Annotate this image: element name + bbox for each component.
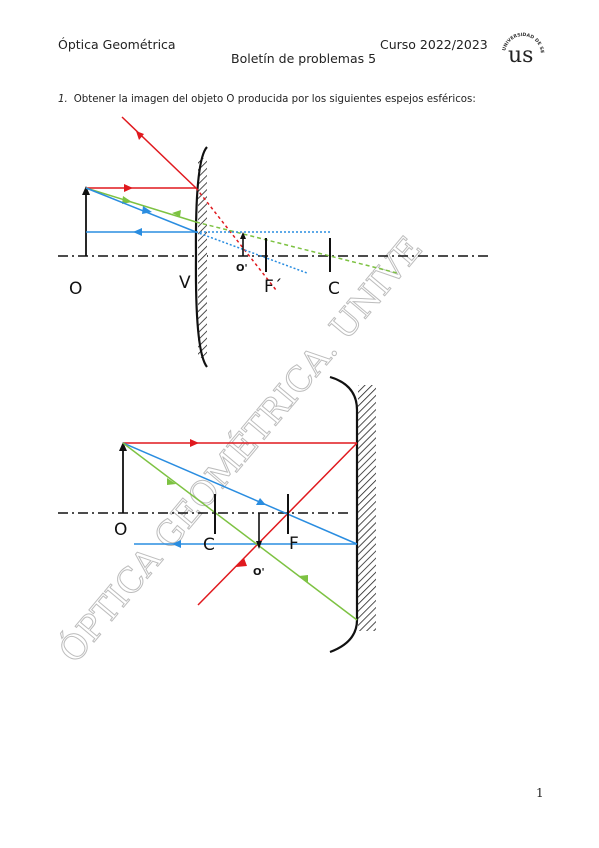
figure-concave-mirror: O C F O': [58, 375, 376, 654]
mirror-hatching-1: [198, 158, 207, 358]
green-arrow-3: [167, 478, 176, 485]
course-year: Curso 2022/2023: [380, 37, 488, 52]
problem-text: Obtener la imagen del objeto O producida…: [73, 94, 476, 105]
red-ray-reflected-1: [121, 116, 197, 189]
mirror-hatching-2: [358, 385, 376, 631]
label-image-1: O': [236, 263, 248, 274]
mirror-surface-1: [194, 146, 208, 368]
blue-ray-incident-1: [85, 187, 197, 233]
label-center-1: C: [328, 279, 340, 299]
image-arrowhead-2: [256, 541, 262, 549]
red-ray-reflected-2: [197, 442, 358, 606]
page-number: 1: [536, 786, 544, 800]
green-ray-1: [85, 187, 197, 223]
red-arrow-3: [190, 439, 199, 447]
red-ray-virtual-1: [195, 187, 277, 291]
green-ray-virtual-1: [195, 221, 398, 274]
green-arrow-4: [299, 575, 308, 582]
logo-letters: us: [508, 43, 533, 68]
label-vertex-1: V: [179, 273, 191, 293]
blue-arrow-4: [172, 540, 181, 548]
blue-arrow-1: [142, 206, 152, 214]
object-arrowhead-1: [82, 186, 90, 195]
red-arrow-1: [124, 184, 133, 192]
blue-arrow-2: [133, 228, 142, 236]
figure-convex-mirror: O V F´ C O': [58, 116, 488, 368]
label-image-2: O': [253, 567, 265, 578]
university-logo: UNIVERSIDAD DE SEVILLA us: [497, 24, 545, 68]
label-center-2: C: [203, 535, 215, 555]
blue-ray-virtual-2: [195, 231, 308, 274]
green-arrow-2: [172, 210, 181, 217]
blue-arrow-3: [256, 498, 266, 505]
label-focus-2: F: [289, 534, 299, 554]
blue-ray-incident-2: [122, 442, 358, 545]
mirror-surface-2: [329, 375, 359, 654]
green-arrow-1: [122, 196, 132, 204]
green-ray-2: [122, 442, 358, 621]
image-arrowhead-1: [240, 232, 246, 239]
object-arrowhead-2: [119, 442, 127, 451]
label-focus-1: F´: [264, 277, 282, 297]
bulletin-title: Boletín de problemas 5: [231, 51, 377, 66]
problem-statement: 1. Obtener la imagen del objeto O produci…: [58, 94, 476, 105]
label-object-2: O: [114, 520, 127, 540]
problem-number: 1.: [58, 94, 68, 105]
label-object-1: O: [69, 279, 82, 299]
red-arrow-4: [236, 558, 247, 567]
red-arrow-2: [136, 131, 144, 140]
course-title: Óptica Geométrica: [58, 37, 176, 52]
